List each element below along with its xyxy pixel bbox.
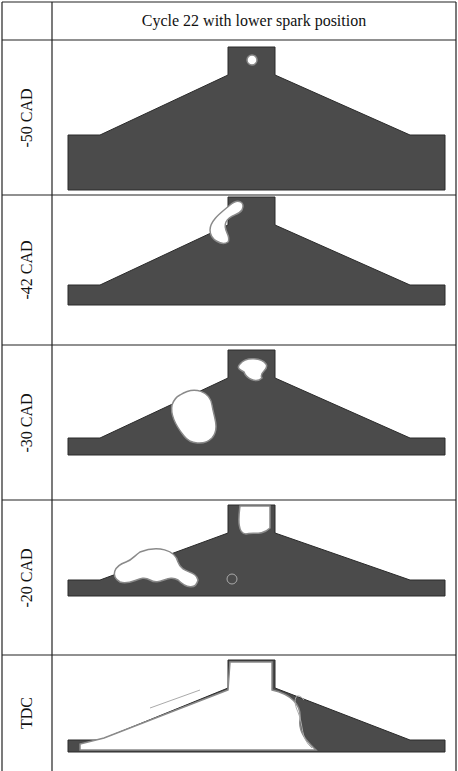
flame-contour	[150, 574, 312, 748]
flame-front	[80, 55, 316, 750]
row-label: -42 CAD	[19, 240, 35, 299]
row-label: TDC	[19, 697, 35, 729]
row-label: -50 CAD	[19, 88, 35, 147]
row-label: -30 CAD	[19, 393, 35, 452]
combustion-chamber	[68, 47, 445, 752]
row-label: -20 CAD	[19, 548, 35, 607]
column-header: Cycle 22 with lower spark position	[142, 13, 366, 29]
